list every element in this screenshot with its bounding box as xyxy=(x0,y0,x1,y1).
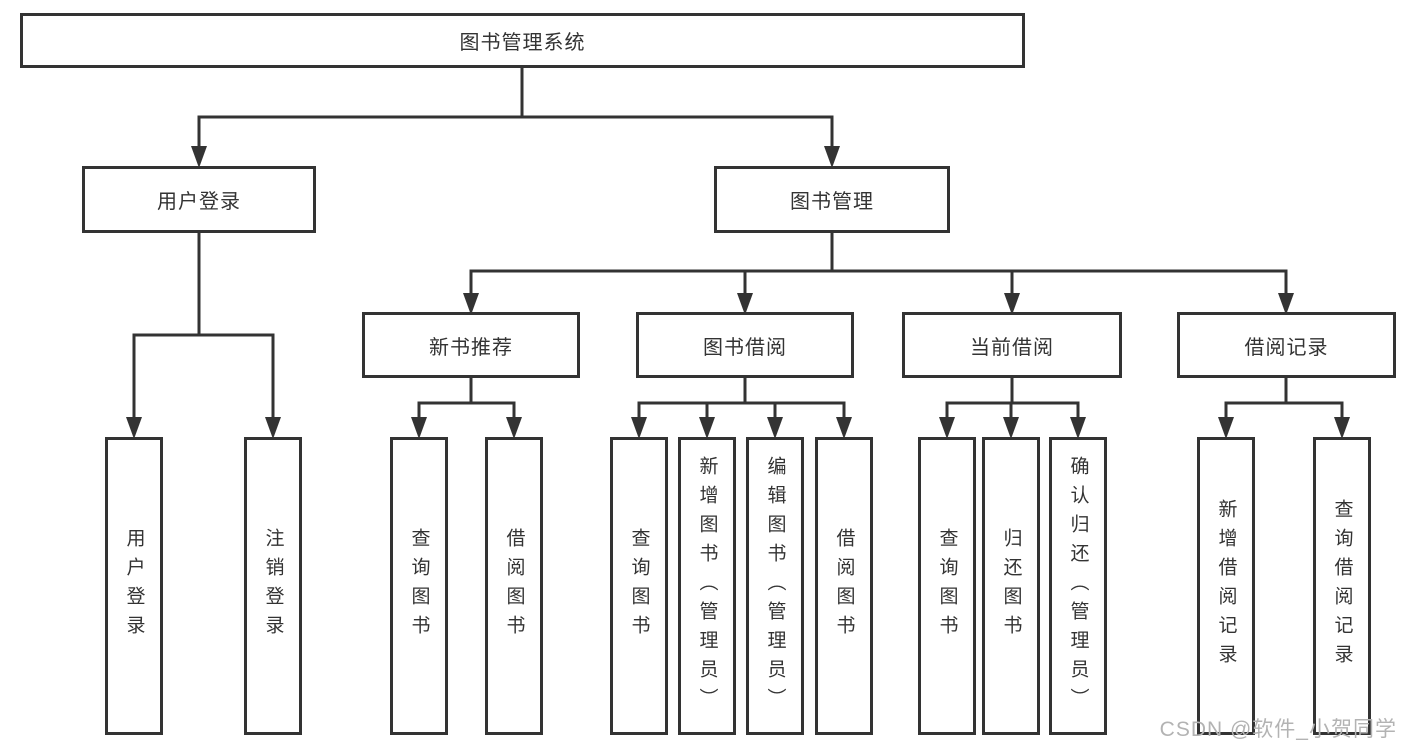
leaf-return-books: 归还图书 xyxy=(982,437,1040,735)
leaf-borrow-books-borrow: 借阅图书 xyxy=(815,437,873,735)
node-book-borrow-label: 图书借阅 xyxy=(703,336,787,359)
node-borrow-records: 借阅记录 xyxy=(1177,312,1396,378)
leaf-confirm-return-admin: 确认归还（管理员） xyxy=(1049,437,1107,735)
leaf-return-books-label: 归还图书 xyxy=(1000,528,1022,644)
leaf-add-book-admin-label: 新增图书（管理员） xyxy=(696,455,718,717)
leaf-logout-label: 注销登录 xyxy=(262,528,284,644)
leaf-query-books-recommend-label: 查询图书 xyxy=(408,528,430,644)
node-user-login: 用户登录 xyxy=(82,166,316,233)
node-root: 图书管理系统 xyxy=(20,13,1025,68)
leaf-query-borrow-record: 查询借阅记录 xyxy=(1313,437,1371,735)
node-root-label: 图书管理系统 xyxy=(459,32,586,54)
leaf-user-login: 用户登录 xyxy=(105,437,163,735)
node-book-management: 图书管理 xyxy=(714,166,950,233)
leaf-confirm-return-admin-label: 确认归还（管理员） xyxy=(1067,455,1089,717)
leaf-edit-book-admin: 编辑图书（管理员） xyxy=(746,437,804,735)
node-book-borrow: 图书借阅 xyxy=(636,312,854,378)
node-borrow-records-label: 借阅记录 xyxy=(1244,336,1329,359)
node-current-borrow: 当前借阅 xyxy=(902,312,1122,378)
node-new-book-recommend-label: 新书推荐 xyxy=(429,336,513,359)
leaf-add-book-admin: 新增图书（管理员） xyxy=(678,437,736,735)
leaf-query-books-recommend: 查询图书 xyxy=(390,437,448,735)
node-user-login-label: 用户登录 xyxy=(157,191,241,213)
leaf-query-books-current: 查询图书 xyxy=(918,437,976,735)
leaf-borrow-books-borrow-label: 借阅图书 xyxy=(833,528,855,644)
leaf-edit-book-admin-label: 编辑图书（管理员） xyxy=(764,455,786,717)
leaf-user-login-label: 用户登录 xyxy=(123,528,145,644)
node-book-management-label: 图书管理 xyxy=(790,191,874,213)
csdn-watermark: CSDN @软件_小贺同学 xyxy=(1159,718,1397,741)
leaf-borrow-books-recommend-label: 借阅图书 xyxy=(503,528,525,644)
leaf-query-books-borrow-label: 查询图书 xyxy=(628,528,650,644)
node-current-borrow-label: 当前借阅 xyxy=(970,336,1054,359)
leaf-logout: 注销登录 xyxy=(244,437,302,735)
leaf-query-books-borrow: 查询图书 xyxy=(610,437,668,735)
leaf-add-borrow-record: 新增借阅记录 xyxy=(1197,437,1255,735)
node-new-book-recommend: 新书推荐 xyxy=(362,312,580,378)
leaf-add-borrow-record-label: 新增借阅记录 xyxy=(1215,499,1237,673)
leaf-query-borrow-record-label: 查询借阅记录 xyxy=(1331,499,1353,673)
leaf-query-books-current-label: 查询图书 xyxy=(936,528,958,644)
leaf-borrow-books-recommend: 借阅图书 xyxy=(485,437,543,735)
